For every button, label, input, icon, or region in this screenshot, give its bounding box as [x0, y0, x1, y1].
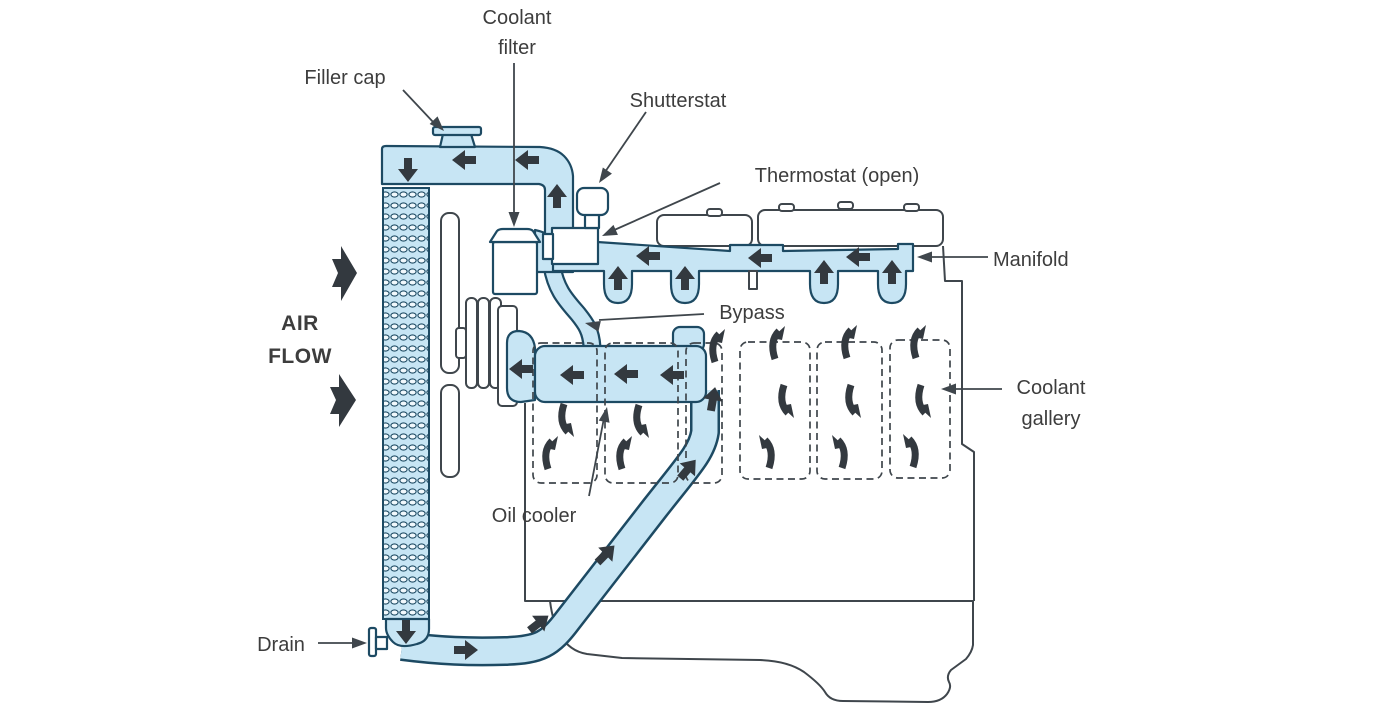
gallery-flow-arrow-icon	[848, 385, 861, 418]
engine-block	[524, 201, 975, 703]
manifold-drain-tab	[748, 270, 758, 290]
pulley-rib	[465, 297, 478, 389]
gallery-box	[532, 342, 598, 484]
thermostat-housing	[550, 226, 600, 266]
filler-cap-label: Filler cap	[304, 67, 386, 89]
gallery-flow-arrow-icon	[619, 436, 632, 469]
engine-block-bottom-left-outline	[524, 403, 974, 602]
fan-hub-link	[455, 327, 467, 359]
gallery-flow-arrow-icon	[636, 405, 649, 438]
coolant-gallery-label-line1: Coolant	[1016, 377, 1086, 399]
gallery-box	[739, 341, 811, 480]
coolant-gallery-label-line2: gallery	[1021, 408, 1081, 430]
coolant-gallery-pointer	[941, 383, 1002, 395]
gallery-box	[889, 339, 951, 479]
air-flow-arrow-icon	[332, 246, 357, 301]
radiator	[382, 187, 430, 620]
lower-radiator-hose	[367, 390, 720, 667]
gallery-flow-arrow-icon	[918, 385, 931, 418]
oil-pan	[549, 600, 974, 703]
valve-cover-right	[757, 209, 944, 247]
gallery-flow-arrow-icon	[759, 435, 772, 468]
lower-hose	[400, 390, 718, 664]
valve-cover-right-bump	[903, 203, 920, 212]
coolant-filter-label: Coolant filter	[483, 3, 552, 63]
thermostat-label: Thermostat (open)	[754, 165, 920, 187]
filler-cap-pointer	[402, 89, 448, 135]
coolant-filter-body	[491, 240, 539, 296]
shutterstat-label: Shutterstat	[629, 90, 727, 112]
oil-cooler-label: Oil cooler	[491, 505, 577, 527]
gallery-flow-arrow-icon	[545, 436, 558, 469]
bypass-pointer	[583, 313, 705, 332]
valve-cover-left	[656, 214, 753, 247]
oil-cooler-pointer	[588, 405, 613, 497]
coolant-gallery-label: Coolant gallery	[1017, 373, 1086, 435]
fan-blade-lower	[440, 384, 460, 478]
bypass-label: Bypass	[719, 302, 785, 324]
engine-block-right-outline	[942, 245, 975, 601]
gallery-box	[685, 342, 723, 484]
coolant-filter-label-line1: Coolant	[482, 7, 552, 29]
drain-label: Drain	[257, 634, 305, 656]
coolant-filter-label-line2: filter	[498, 37, 536, 59]
manifold-label: Manifold	[993, 249, 1069, 271]
gallery-flow-arrow-icon	[781, 385, 794, 418]
bypass-pipe	[544, 264, 600, 348]
valve-cover-right-bump	[837, 201, 854, 210]
air-flow-label-line1: AIR	[281, 312, 319, 335]
water-pump-and-oil-cooler	[505, 325, 708, 404]
gallery-flow-arrow-icon	[903, 434, 916, 467]
drain-pointer	[318, 637, 367, 649]
valve-cover-left-bump	[706, 208, 723, 217]
gallery-flow-arrow-icon	[913, 325, 926, 358]
air-flow-arrows	[330, 246, 357, 427]
filler-neck-flange	[431, 125, 483, 137]
air-flow-arrow-icon	[330, 374, 356, 427]
air-flow-label-line2: FLOW	[268, 345, 332, 368]
manifold-pointer	[917, 251, 988, 263]
shutterstat-body	[575, 186, 610, 217]
shutterstat-pointer	[594, 111, 647, 187]
radiator-core-fins	[382, 187, 430, 620]
gallery-flow-arrow-icon	[561, 404, 574, 437]
thermostat-housing-tab	[541, 232, 555, 261]
air-flow-label: AIR FLOW	[268, 307, 332, 373]
gallery-box	[816, 341, 883, 480]
radiator-top-tank-and-hose	[380, 144, 575, 274]
fan-blade-upper	[440, 212, 460, 374]
drain-valve-stem	[374, 635, 389, 651]
gallery-flow-arrow-icon	[832, 435, 845, 468]
shutterstat-stem	[583, 212, 601, 230]
pulley-rib	[477, 297, 490, 389]
engine-accessories	[488, 186, 758, 296]
coolant-filter-cap	[488, 227, 542, 244]
gallery-flow-arrow-icon	[712, 329, 725, 362]
thermostat-pointer	[599, 182, 721, 242]
valve-cover-right-bump	[778, 203, 795, 212]
label-pointers	[318, 63, 1002, 649]
coolant-filter-pointer	[508, 63, 520, 227]
